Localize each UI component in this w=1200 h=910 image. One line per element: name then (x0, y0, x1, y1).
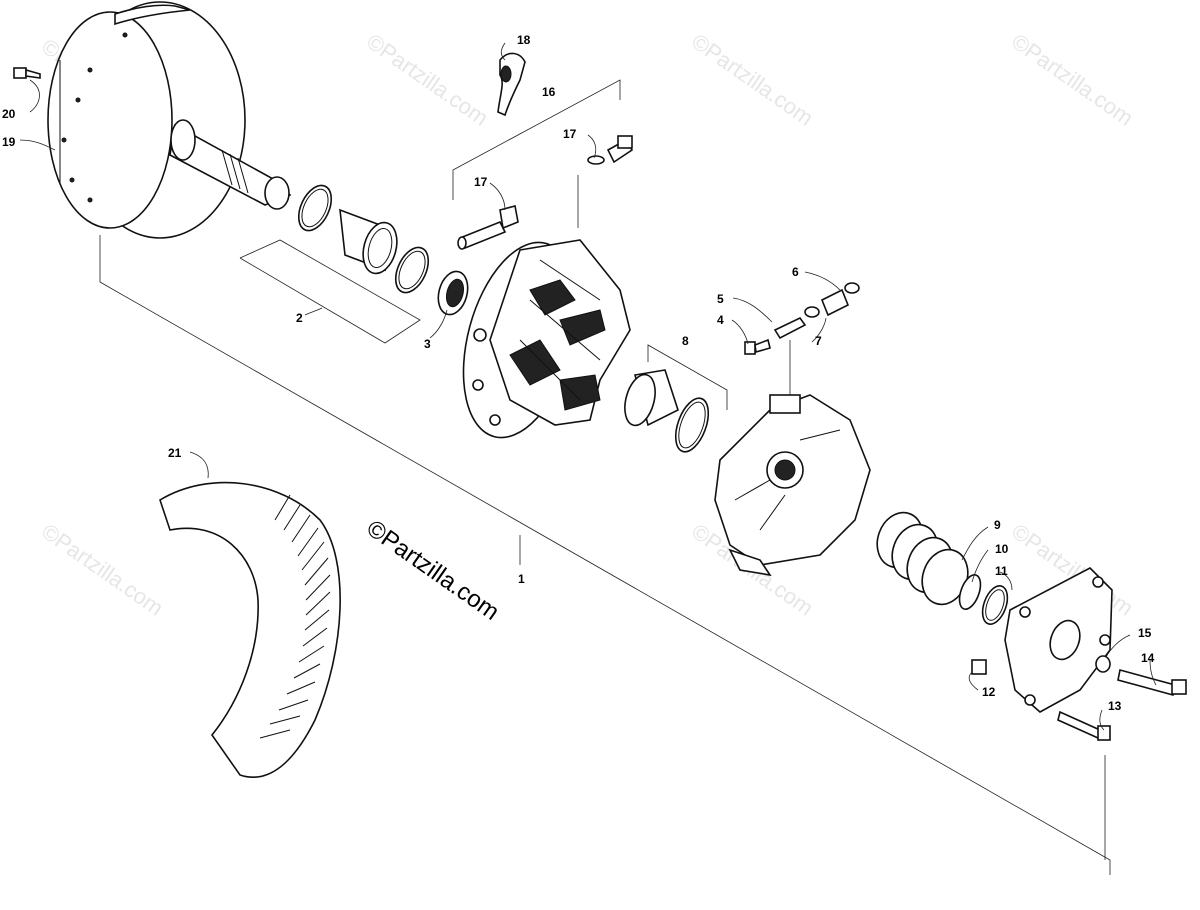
watermark-text: ©Partzilla.com (687, 29, 818, 131)
bushing-kit-8 (624, 344, 728, 453)
sheave-fixed-part (47, 1, 246, 239)
callout-17-upper: 17 (563, 127, 577, 141)
roller-18 (497, 52, 526, 117)
pin-17-upper (587, 135, 634, 165)
rings-10-11 (958, 574, 1009, 625)
cam-plate (714, 340, 871, 577)
screw-20 (13, 67, 41, 79)
drive-belt-21 (159, 481, 341, 778)
hardware-4-7 (744, 282, 860, 355)
callout-9: 9 (994, 518, 1001, 532)
callout-15: 15 (1138, 626, 1152, 640)
callout-1: 1 (518, 572, 525, 586)
watermark-text: ©Partzilla.com (1007, 29, 1138, 131)
callout-5: 5 (717, 292, 724, 306)
callout-8: 8 (682, 334, 689, 348)
callout-18: 18 (517, 33, 531, 47)
callout-20: 20 (2, 107, 16, 121)
pin-17-lower (457, 205, 519, 250)
callout-19: 19 (2, 135, 16, 149)
callout-21: 21 (168, 446, 182, 460)
moveable-sheave-16 (452, 79, 631, 439)
bushing-kit-2 (239, 184, 430, 344)
callout-17-lower: 17 (474, 175, 488, 189)
assembly-bracket-1 (99, 235, 1111, 875)
spring-9 (876, 511, 969, 606)
cover-plate (1004, 567, 1113, 713)
sheave-shaft (169, 119, 292, 210)
callout-13: 13 (1108, 699, 1122, 713)
callout-10: 10 (995, 542, 1009, 556)
main-watermark: ©Partzilla.com (362, 515, 505, 626)
callout-3: 3 (424, 337, 431, 351)
callout-labels: 1 2 3 4 5 6 7 8 9 10 11 12 13 14 15 16 1… (2, 33, 1155, 713)
callout-2: 2 (296, 311, 303, 325)
callout-7: 7 (815, 334, 822, 348)
hardware-12-15 (971, 655, 1187, 741)
bearing-3 (437, 270, 469, 316)
callout-16: 16 (542, 85, 556, 99)
callout-12: 12 (982, 685, 996, 699)
callout-6: 6 (792, 265, 799, 279)
callout-4: 4 (717, 313, 724, 327)
watermark-text: ©Partzilla.com (362, 29, 493, 131)
callout-11: 11 (995, 564, 1008, 578)
leader-lines (19, 42, 1157, 731)
callout-14: 14 (1141, 651, 1155, 665)
watermark-text: ©Partzilla.com (37, 519, 168, 621)
